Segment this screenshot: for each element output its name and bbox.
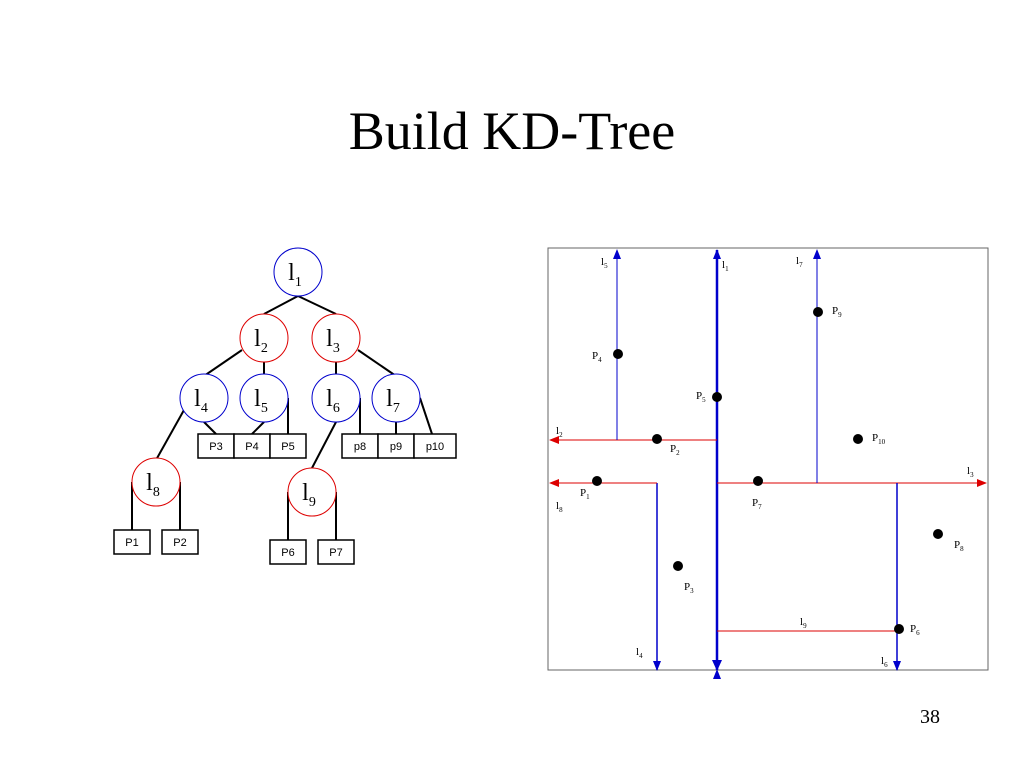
data-point-P4: [613, 349, 623, 359]
split-line-label: l9: [800, 616, 807, 630]
tree-edge: [419, 397, 433, 435]
data-point-label: P6: [910, 623, 920, 637]
tree-edge: [155, 409, 185, 461]
split-line-label: l6: [881, 655, 888, 669]
leaf-label: P7: [329, 547, 342, 559]
data-point-P8: [933, 529, 943, 539]
data-point-label: P7: [752, 497, 762, 511]
data-point-P3: [673, 561, 683, 571]
data-point-P7: [753, 476, 763, 486]
tree-node-label: l4: [194, 386, 208, 416]
tree-edges: [131, 295, 433, 540]
slide-title: Build KD-Tree: [348, 101, 676, 161]
leaf-box: [233, 433, 271, 459]
tree-node-l7: [371, 373, 421, 423]
tree-node-l3: [311, 313, 361, 363]
plot-border: [547, 247, 989, 671]
split-line-label: l5: [601, 256, 608, 270]
data-point-label: P1: [580, 487, 590, 501]
split-line-label: l1: [722, 259, 729, 273]
leaf-box: [269, 433, 307, 459]
tree-edge: [251, 421, 265, 435]
tree-node-label: l6: [326, 386, 340, 416]
data-point-label: P8: [954, 539, 964, 553]
tree-node-label: l5: [254, 386, 268, 416]
tree-node-l1: [273, 247, 323, 297]
data-point-label: P10: [872, 432, 886, 446]
tree-node-l6: [311, 373, 361, 423]
split-line-label: l4: [636, 646, 643, 660]
tree-node-l5: [239, 373, 289, 423]
tree-node-l2: [239, 313, 289, 363]
leaf-label: p10: [426, 441, 444, 453]
data-point-label: P4: [592, 350, 602, 364]
leaf-box: [341, 433, 379, 459]
split-line-label: l3: [967, 465, 974, 479]
leaf-label: p8: [354, 441, 366, 453]
leaf-label: P6: [281, 547, 294, 559]
split-line-label: l2: [556, 425, 563, 439]
data-point-P6: [894, 624, 904, 634]
split-line-label: l8: [556, 500, 563, 514]
leaf-box: [377, 433, 415, 459]
leaf-box: [269, 539, 307, 565]
tree-edge: [203, 421, 217, 435]
tree-edge: [203, 349, 243, 377]
leaf-label: P2: [173, 537, 186, 549]
leaf-label: P4: [245, 441, 258, 453]
data-point-label: P9: [832, 305, 842, 319]
leaf-box: [413, 433, 457, 459]
tree-node-label: l8: [146, 470, 160, 500]
leaf-box: [161, 529, 199, 555]
tree-edge: [297, 295, 337, 315]
data-point-P2: [652, 434, 662, 444]
leaf-box: [317, 539, 355, 565]
tree-node-label: l9: [302, 480, 316, 510]
data-point-label: P5: [696, 390, 706, 404]
data-point-label: P3: [684, 581, 694, 595]
tree-edge: [263, 295, 299, 315]
data-point-label: P2: [670, 443, 680, 457]
data-point-P10: [853, 434, 863, 444]
l1-down-arrowhead: [712, 660, 722, 671]
tree-node-label: l2: [254, 326, 268, 356]
tree-edge: [311, 421, 337, 469]
leaf-box: [113, 529, 151, 555]
leaf-label: P5: [281, 441, 294, 453]
data-point-P1: [592, 476, 602, 486]
data-point-P5: [712, 392, 722, 402]
data-point-P9: [813, 307, 823, 317]
tree-node-label: l7: [386, 386, 400, 416]
tree-node-l4: [179, 373, 229, 423]
leaf-label: p9: [390, 441, 402, 453]
leaf-label: P3: [209, 441, 222, 453]
split-line-label: l7: [796, 255, 803, 269]
tree-node-l9: [287, 467, 337, 517]
tree-nodes: l1 l2 l3 l4 l5 l6 l7 l8 l9: [131, 247, 421, 517]
tree-node-label: l1: [288, 260, 302, 290]
tree-node-label: l3: [326, 326, 340, 356]
leaf-label: P1: [125, 537, 138, 549]
tree-node-l8: [131, 457, 181, 507]
page-number: 38: [920, 706, 940, 728]
tree-edge: [357, 349, 397, 377]
